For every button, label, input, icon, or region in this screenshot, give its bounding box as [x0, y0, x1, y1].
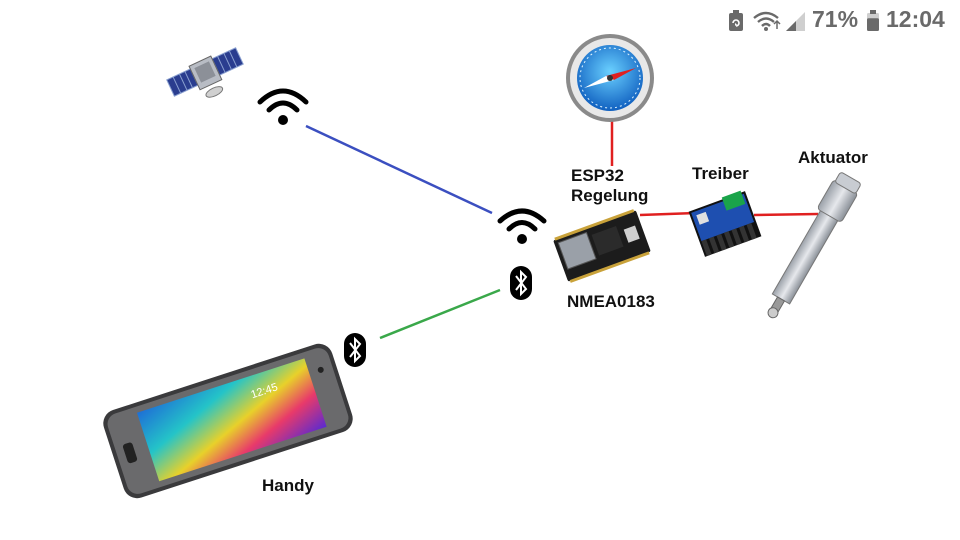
esp32-label: ESP32 Regelung [571, 166, 648, 206]
aktuator-label: Aktuator [798, 148, 868, 167]
esp32-label-line2: Regelung [571, 186, 649, 205]
driver-actuator-wire [753, 212, 819, 217]
clock: 12:04 [886, 6, 945, 32]
bluetooth-icon [344, 333, 366, 367]
signal-icon [786, 12, 805, 31]
wifi-connection-line [305, 124, 493, 215]
satellite-icon [166, 47, 244, 98]
esp32-label-line1: ESP32 [571, 166, 624, 185]
nmea-label: NMEA0183 [567, 292, 655, 311]
treiber-label: Treiber [692, 164, 749, 183]
wifi-icon [753, 11, 781, 31]
status-bar: 71% 12:04 [0, 0, 960, 40]
bluetooth-icon [510, 266, 532, 300]
compass-icon [566, 34, 654, 122]
battery-percent: 71% [812, 6, 859, 32]
smartphone-icon: 12:45 [103, 343, 353, 499]
handy-label: Handy [262, 476, 314, 495]
linear-actuator-icon [767, 172, 861, 319]
battery-icon [867, 10, 879, 31]
wifi-icon [257, 88, 309, 125]
wifi-icon [497, 208, 547, 244]
esp32-board-icon [553, 209, 651, 283]
motor-driver-icon [688, 190, 762, 257]
battery-saver-icon [729, 10, 743, 31]
esp32-driver-wire [639, 211, 697, 217]
bluetooth-connection-line [379, 288, 501, 340]
